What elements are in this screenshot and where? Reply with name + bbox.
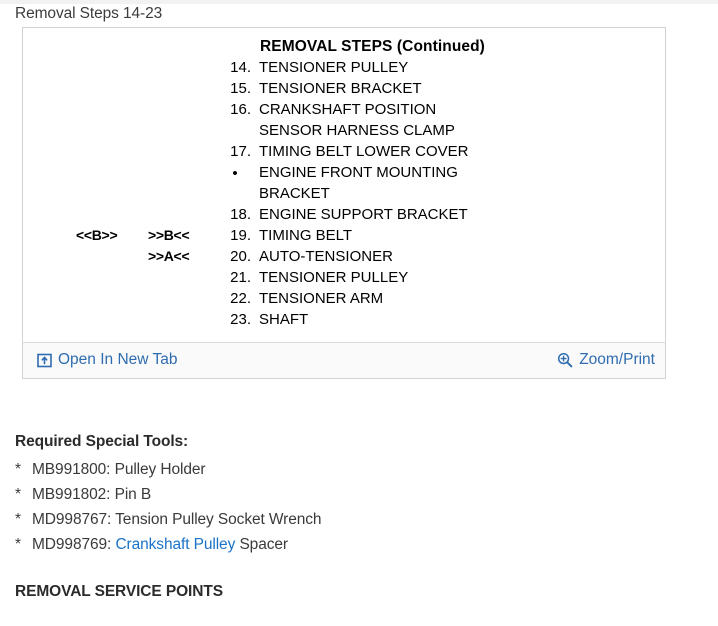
removal-service-points-heading: REMOVAL SERVICE POINTS <box>15 583 223 600</box>
step-bullet-icon: • <box>232 165 238 182</box>
removal-step-row: 18. ENGINE SUPPORT BRACKET <box>23 206 665 227</box>
removal-step-row: SENSOR HARNESS CLAMP <box>23 122 665 143</box>
zoom-print-label: Zoom/Print <box>579 351 655 368</box>
tool-bullet: * <box>15 511 21 528</box>
removal-step-row: • ENGINE FRONT MOUNTING <box>23 164 665 185</box>
required-special-tools-heading: Required Special Tools: <box>15 433 189 450</box>
step-label: TIMING BELT <box>259 227 353 244</box>
service-point-marker-b: <<B>> <box>76 227 118 243</box>
step-label: TENSIONER ARM <box>259 290 384 307</box>
removal-step-row: <<B>> >>B<< 19. TIMING BELT <box>23 227 665 248</box>
removal-step-row: BRACKET <box>23 185 665 206</box>
step-number: 19. <box>230 227 251 244</box>
tool-code: MB991800: Pulley Holder <box>32 461 206 478</box>
step-label: SHAFT <box>259 311 309 328</box>
step-label: TENSIONER PULLEY <box>259 59 409 76</box>
required-special-tools-section: Required Special Tools: * MB991800: Pulle… <box>15 433 675 557</box>
step-label: TENSIONER BRACKET <box>259 80 422 97</box>
tool-reference-link[interactable]: Crankshaft Pulley <box>115 536 236 553</box>
magnifier-plus-icon <box>557 352 573 368</box>
removal-step-row: 23. SHAFT <box>23 311 665 332</box>
removal-step-row: >>A<< 20. AUTO-TENSIONER <box>23 248 665 269</box>
step-label: ENGINE FRONT MOUNTING <box>259 164 458 181</box>
open-in-new-tab-button[interactable]: Open In New Tab <box>37 351 177 369</box>
removal-step-row: 22. TENSIONER ARM <box>23 290 665 311</box>
step-number: 23. <box>230 311 251 328</box>
required-special-tools-list: * MB991800: Pulley Holder * MB991802: Pin B… <box>15 457 675 557</box>
removal-step-row: 17. TIMING BELT LOWER COVER <box>23 143 665 164</box>
step-label: SENSOR HARNESS CLAMP <box>259 122 455 139</box>
step-label: AUTO-TENSIONER <box>259 248 393 265</box>
service-point-marker-ref: >>B<< <box>148 227 190 243</box>
special-tool-item: * MD998769: Crankshaft Pulley Spacer <box>15 532 675 557</box>
diagram-heading: REMOVAL STEPS (Continued) <box>260 38 485 55</box>
step-label: ENGINE SUPPORT BRACKET <box>259 206 468 223</box>
page-title: Removal Steps 14-23 <box>15 5 163 22</box>
top-band <box>0 0 718 4</box>
service-point-marker-ref: >>A<< <box>148 248 190 264</box>
open-in-new-tab-label: Open In New Tab <box>58 351 178 368</box>
figure-toolbar: Open In New Tab Zoom/Print <box>23 342 665 378</box>
tool-code: MB991802: Pin B <box>32 486 152 503</box>
removal-step-row: 21. TENSIONER PULLEY <box>23 269 665 290</box>
special-tool-item: * MB991800: Pulley Holder <box>15 457 675 482</box>
step-label: TIMING BELT LOWER COVER <box>259 143 469 160</box>
step-number: 18. <box>230 206 251 223</box>
tool-bullet: * <box>15 486 21 503</box>
tool-code: MD998767: Tension Pulley Socket Wrench <box>32 511 322 528</box>
special-tool-item: * MD998767: Tension Pulley Socket Wrench <box>15 507 675 532</box>
figure-image[interactable]: REMOVAL STEPS (Continued) 14. TENSIONER P… <box>23 28 665 342</box>
removal-step-row: 15. TENSIONER BRACKET <box>23 80 665 101</box>
tool-bullet: * <box>15 536 21 553</box>
open-in-new-tab-icon <box>37 353 52 368</box>
step-number: 22. <box>230 290 251 307</box>
step-number: 16. <box>230 101 251 118</box>
step-number: 14. <box>230 59 251 76</box>
step-number: 20. <box>230 248 251 265</box>
step-label: TENSIONER PULLEY <box>259 269 409 286</box>
figure-panel: REMOVAL STEPS (Continued) 14. TENSIONER P… <box>22 27 666 379</box>
tool-code: MD998769: <box>32 536 116 553</box>
step-label: BRACKET <box>259 185 330 202</box>
step-number: 21. <box>230 269 251 286</box>
special-tool-item: * MB991802: Pin B <box>15 482 675 507</box>
zoom-print-button[interactable]: Zoom/Print <box>557 351 655 369</box>
step-number: 17. <box>230 143 251 160</box>
tool-bullet: * <box>15 461 21 478</box>
step-number: 15. <box>230 80 251 97</box>
removal-steps-diagram: REMOVAL STEPS (Continued) 14. TENSIONER P… <box>23 28 665 342</box>
step-label: CRANKSHAFT POSITION <box>259 101 437 118</box>
tool-name-tail: Spacer <box>235 536 288 553</box>
removal-step-row: 16. CRANKSHAFT POSITION <box>23 101 665 122</box>
removal-step-row: 14. TENSIONER PULLEY <box>23 59 665 80</box>
